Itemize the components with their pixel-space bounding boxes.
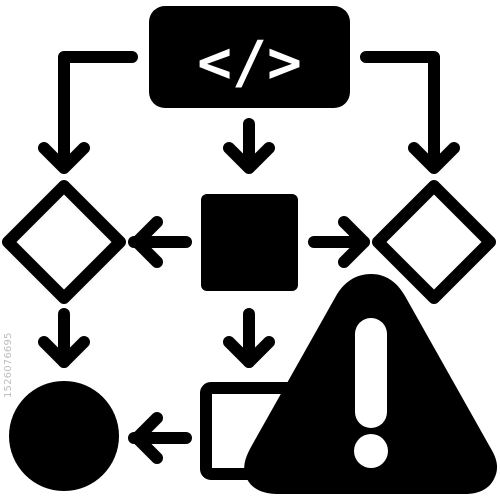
code-symbol: </>: [197, 28, 302, 96]
bottom-left-arrowhead: [131, 412, 163, 464]
left-connector: [58, 51, 138, 171]
warning-exclamation-dot: [354, 434, 388, 468]
warning-exclamation-bar: [355, 318, 387, 428]
right-arrowhead: [408, 142, 460, 174]
left-branch-arrowhead: [131, 216, 163, 268]
connector-lines: [38, 51, 460, 464]
code-icon: </>: [149, 6, 350, 108]
left-lower-arrowhead: [38, 336, 90, 368]
left-arrowhead: [38, 142, 90, 174]
center-lower-arrowhead: [223, 336, 275, 368]
left-decision-diamond: [2, 180, 126, 304]
watermark-text: 1526076695: [3, 332, 14, 398]
right-branch-arrowhead: [338, 216, 370, 268]
center-arrowhead: [223, 142, 275, 174]
terminal-circle: [9, 381, 119, 491]
right-decision-diamond: [372, 180, 496, 304]
right-connector: [360, 51, 440, 171]
warning-icon: [244, 274, 498, 494]
process-square: [201, 194, 298, 291]
